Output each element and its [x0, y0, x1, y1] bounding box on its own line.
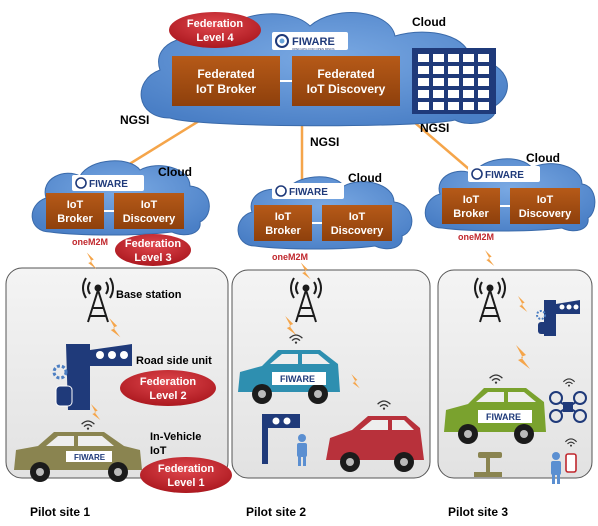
fiware-logo-site3: FIWARE: [468, 166, 540, 182]
road-side-unit-label: Road side unit: [136, 355, 212, 367]
cctv-camera-icon: [474, 452, 502, 477]
fiware-logo-site2: FIWARE: [272, 183, 344, 199]
in-vehicle-car-icon: FIWARE: [14, 432, 142, 482]
federated-iot-broker-line2: IoT Broker: [196, 82, 256, 96]
pilot-site-1-label: Pilot site 1: [30, 505, 90, 519]
federation-level-1-badge: Federation Level 1: [140, 457, 232, 493]
svg-text:Level 3: Level 3: [134, 252, 171, 264]
wireless-link-icon: [485, 250, 495, 266]
svg-text:IoT: IoT: [349, 211, 366, 223]
in-vehicle-label-line1: In-Vehicle: [150, 431, 201, 443]
svg-text:Broker: Broker: [265, 225, 301, 237]
svg-text:Federation: Federation: [158, 463, 215, 475]
svg-text:Level 2: Level 2: [149, 390, 186, 402]
svg-text:Broker: Broker: [453, 208, 489, 220]
in-vehicle-label-line2: IoT: [150, 445, 167, 457]
onem2m-logo-site1: oneM2M: [72, 237, 108, 247]
wireless-link-icon: [86, 252, 97, 270]
base-station-tower-icon-site2: [290, 277, 322, 323]
federation-level-4-line2: Level 4: [196, 32, 234, 44]
federated-iot-discovery-box: [292, 56, 400, 106]
fiware-logo-tagline: OPEN APIs FOR OPEN MINDS: [292, 47, 335, 51]
federated-iot-discovery-line2: IoT Discovery: [307, 82, 386, 96]
pedestrian-with-phone-icon: [551, 452, 577, 484]
ngsi-label-3: NGSI: [420, 121, 449, 135]
svg-text:IoT: IoT: [141, 199, 158, 211]
svg-text:FIWARE: FIWARE: [280, 374, 315, 384]
drone-icon: [549, 391, 587, 423]
fiware-logo-site1: FIWARE: [72, 175, 144, 191]
svg-text:IoT: IoT: [67, 199, 84, 211]
pilot-site-3-label: Pilot site 3: [448, 505, 508, 519]
fiware-logo-central: FIWARE OPEN APIs FOR OPEN MINDS: [272, 32, 348, 51]
onem2m-logo-site2: oneM2M: [272, 252, 308, 262]
svg-text:IoT: IoT: [463, 194, 480, 206]
svg-text:Federation: Federation: [125, 238, 182, 250]
svg-text:Discovery: Discovery: [123, 213, 176, 225]
federated-iot-broker-box: [172, 56, 280, 106]
svg-text:Discovery: Discovery: [519, 208, 572, 220]
iot-broker-box-site1: [46, 193, 104, 229]
local-cloud-site3-label: Cloud: [526, 151, 560, 165]
svg-text:oneM2M: oneM2M: [72, 237, 108, 247]
svg-text:Federation: Federation: [140, 376, 197, 388]
svg-text:FIWARE: FIWARE: [89, 179, 128, 190]
fiware-logo-text: FIWARE: [292, 36, 335, 48]
connected-car-blue-icon: FIWARE: [238, 350, 340, 404]
federated-iot-discovery-line1: Federated: [317, 67, 374, 81]
svg-text:Level 1: Level 1: [167, 477, 204, 489]
iot-broker-box-site3: [442, 188, 500, 224]
iot-discovery-box-site2: [322, 205, 392, 241]
central-cloud-label: Cloud: [412, 15, 446, 29]
svg-text:Discovery: Discovery: [331, 225, 384, 237]
svg-text:IoT: IoT: [537, 194, 554, 206]
federation-level-4-line1: Federation: [187, 18, 244, 30]
pilot-site-3-area: [437, 269, 593, 479]
server-rack-icon: [412, 48, 496, 114]
svg-text:oneM2M: oneM2M: [458, 232, 494, 242]
onem2m-logo-site3: oneM2M: [458, 232, 494, 242]
base-station-tower-icon-site1: [82, 277, 114, 323]
federation-level-4-badge: Federation Level 4: [169, 12, 261, 48]
iot-discovery-box-site3: [510, 188, 580, 224]
ngsi-label-2: NGSI: [310, 135, 339, 149]
base-station-tower-icon-site3: [474, 277, 506, 323]
svg-text:Broker: Broker: [57, 213, 93, 225]
federation-level-2-badge: Federation Level 2: [120, 370, 216, 406]
road-side-unit-icon: [52, 344, 132, 410]
svg-text:FIWARE: FIWARE: [289, 187, 328, 198]
svg-text:FIWARE: FIWARE: [485, 170, 524, 181]
base-station-label: Base station: [116, 289, 182, 301]
ngsi-label-1: NGSI: [120, 113, 149, 127]
svg-text:FIWARE: FIWARE: [486, 412, 521, 422]
federated-iot-broker-line1: Federated: [197, 67, 254, 81]
connected-car-red-icon: [326, 416, 424, 472]
local-cloud-site1-label: Cloud: [158, 165, 192, 179]
svg-text:IoT: IoT: [275, 211, 292, 223]
road-side-unit-icon-site3: [536, 300, 580, 336]
iot-discovery-box-site1: [114, 193, 184, 229]
traffic-light-icon-site2: [262, 414, 300, 464]
local-cloud-site2-label: Cloud: [348, 171, 382, 185]
federation-level-3-badge: Federation Level 3: [115, 234, 191, 266]
pilot-site-2-label: Pilot site 2: [246, 505, 306, 519]
svg-text:FIWARE: FIWARE: [74, 453, 106, 462]
connected-car-green-icon: FIWARE: [444, 388, 546, 444]
pedestrian-icon-site2: [297, 434, 307, 466]
svg-text:oneM2M: oneM2M: [272, 252, 308, 262]
iot-broker-box-site2: [254, 205, 312, 241]
